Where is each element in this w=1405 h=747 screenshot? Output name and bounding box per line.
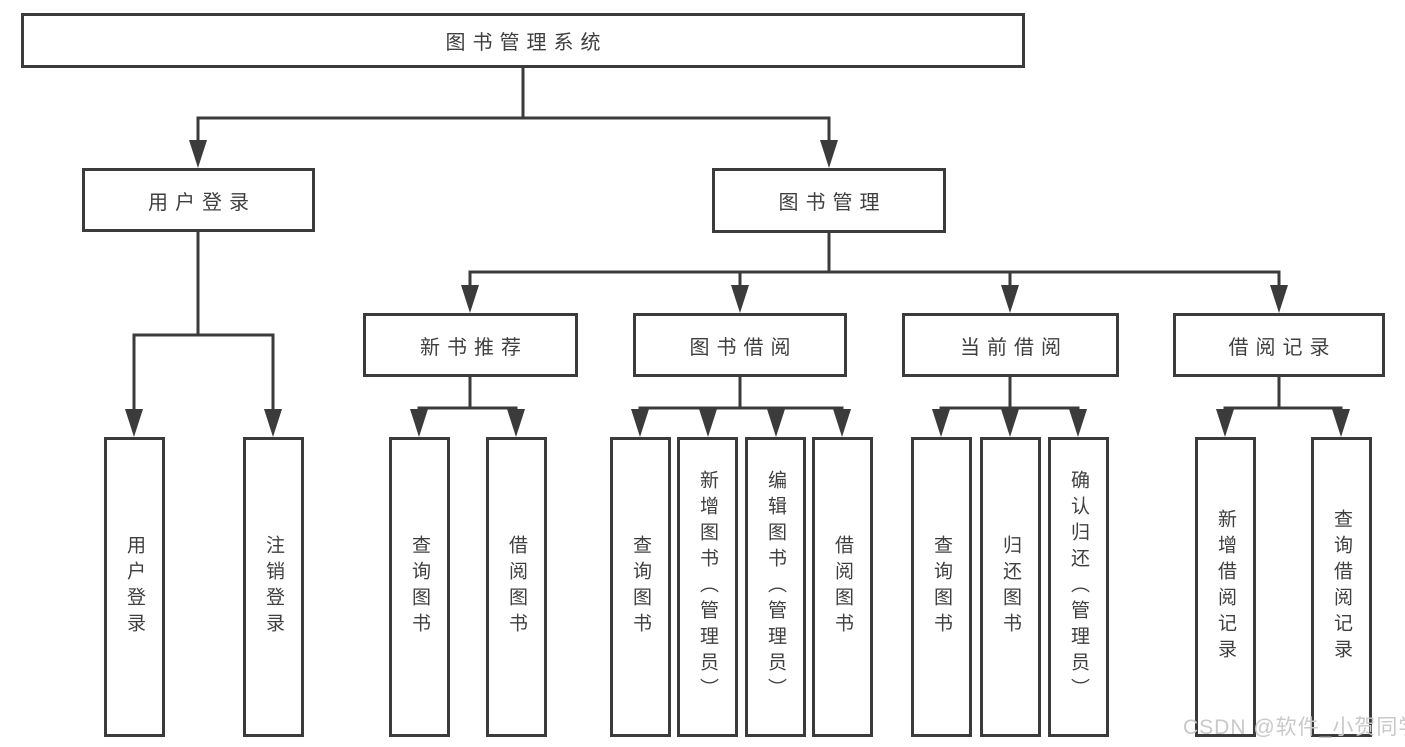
leaf-label: 查询图书 [409,535,430,639]
node-borrow-records: 借阅记录 [1173,313,1385,377]
csdn-watermark: CSDN @软件_小贺同学 [1183,716,1405,739]
leaf-label: 用户登录 [124,535,145,639]
leaf-label: 归还图书 [1000,535,1021,639]
node-label: 用户登录 [148,191,256,214]
leaf-query-books-2: 查询图书 [610,437,671,737]
node-label: 当前借阅 [960,336,1068,359]
leaf-label: 编辑图书（管理员） [765,470,786,704]
node-current-borrow: 当前借阅 [902,313,1119,377]
node-label: 图书管理系统 [445,32,608,54]
node-label: 借阅记录 [1228,336,1337,359]
leaf-borrow-books-2: 借阅图书 [812,437,873,737]
leaf-user-login: 用户登录 [104,437,165,737]
leaf-logout: 注销登录 [243,437,304,737]
node-new-book-recommend: 新书推荐 [363,313,578,377]
leaf-label: 查询图书 [931,535,952,639]
node-user-login: 用户登录 [82,168,315,232]
leaf-label: 查询图书 [630,535,651,639]
leaf-label: 确认归还（管理员） [1068,470,1089,704]
node-label: 新书推荐 [420,336,528,359]
node-root-system: 图书管理系统 [21,13,1025,68]
node-label: 图书借阅 [689,336,798,359]
leaf-label: 新增图书（管理员） [697,470,718,704]
leaf-return-book: 归还图书 [980,437,1041,737]
node-label: 图书管理 [778,192,887,214]
leaf-query-books-1: 查询图书 [389,437,450,737]
leaf-label: 借阅图书 [506,535,527,639]
arrowheads [125,140,1350,437]
leaf-borrow-books-1: 借阅图书 [486,437,547,737]
node-book-management: 图书管理 [712,168,946,233]
leaf-label: 注销登录 [263,535,284,639]
leaf-query-books-3: 查询图书 [911,437,972,737]
leaf-edit-book-admin: 编辑图书（管理员） [745,437,806,737]
leaf-label: 借阅图书 [832,535,853,639]
leaf-label: 查询借阅记录 [1331,509,1352,665]
leaf-add-borrow-record: 新增借阅记录 [1195,437,1256,737]
leaf-query-borrow-record: 查询借阅记录 [1311,437,1372,737]
node-book-borrow: 图书借阅 [633,313,847,377]
leaf-add-book-admin: 新增图书（管理员） [677,437,738,737]
leaf-label: 新增借阅记录 [1215,509,1236,665]
leaf-confirm-return-admin: 确认归还（管理员） [1048,437,1109,737]
